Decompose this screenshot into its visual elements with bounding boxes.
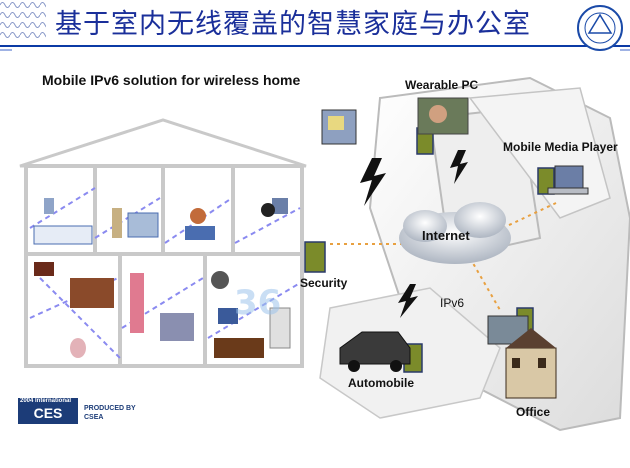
camera-device-icon [321, 109, 357, 145]
lightning-bolt-icon [360, 150, 468, 318]
media-player-laptop-icon [547, 165, 589, 195]
university-seal-icon [577, 5, 623, 51]
label-security: Security [300, 276, 348, 290]
label-internet: Internet [422, 228, 470, 243]
label-wearable-pc: Wearable PC [405, 78, 479, 92]
label-mobile-media-player: Mobile Media Player [503, 140, 618, 154]
cloud-icon [399, 202, 511, 264]
watermark: 36 [234, 283, 281, 323]
csea-text: CSEA [84, 414, 104, 421]
label-automobile: Automobile [348, 376, 414, 390]
wireless-home-diagram: 36 [19, 76, 630, 432]
office-building-icon [487, 315, 557, 399]
page-title: 基于室内无线覆盖的智慧家庭与办公室 [55, 9, 531, 40]
wearable-pc-photo [417, 97, 469, 135]
title-decoration [0, 0, 630, 51]
ces-logo: 2004 International CES [18, 398, 78, 424]
car-icon [339, 331, 411, 372]
diagram-subtitle: Mobile IPv6 solution for wireless home [42, 72, 301, 88]
label-ipv6: IPv6 [440, 296, 465, 310]
room-devices [33, 198, 291, 358]
produced-by: PRODUCED BY [84, 405, 136, 412]
network-links [330, 202, 557, 311]
csea-logo: PRODUCED BY CSEA [84, 404, 136, 422]
title-bar: 基于室内无线覆盖的智慧家庭与办公室 [0, 0, 630, 51]
label-office: Office [516, 405, 551, 419]
ces-text: CES [33, 405, 63, 421]
ces-year: 2004 International [20, 398, 72, 404]
